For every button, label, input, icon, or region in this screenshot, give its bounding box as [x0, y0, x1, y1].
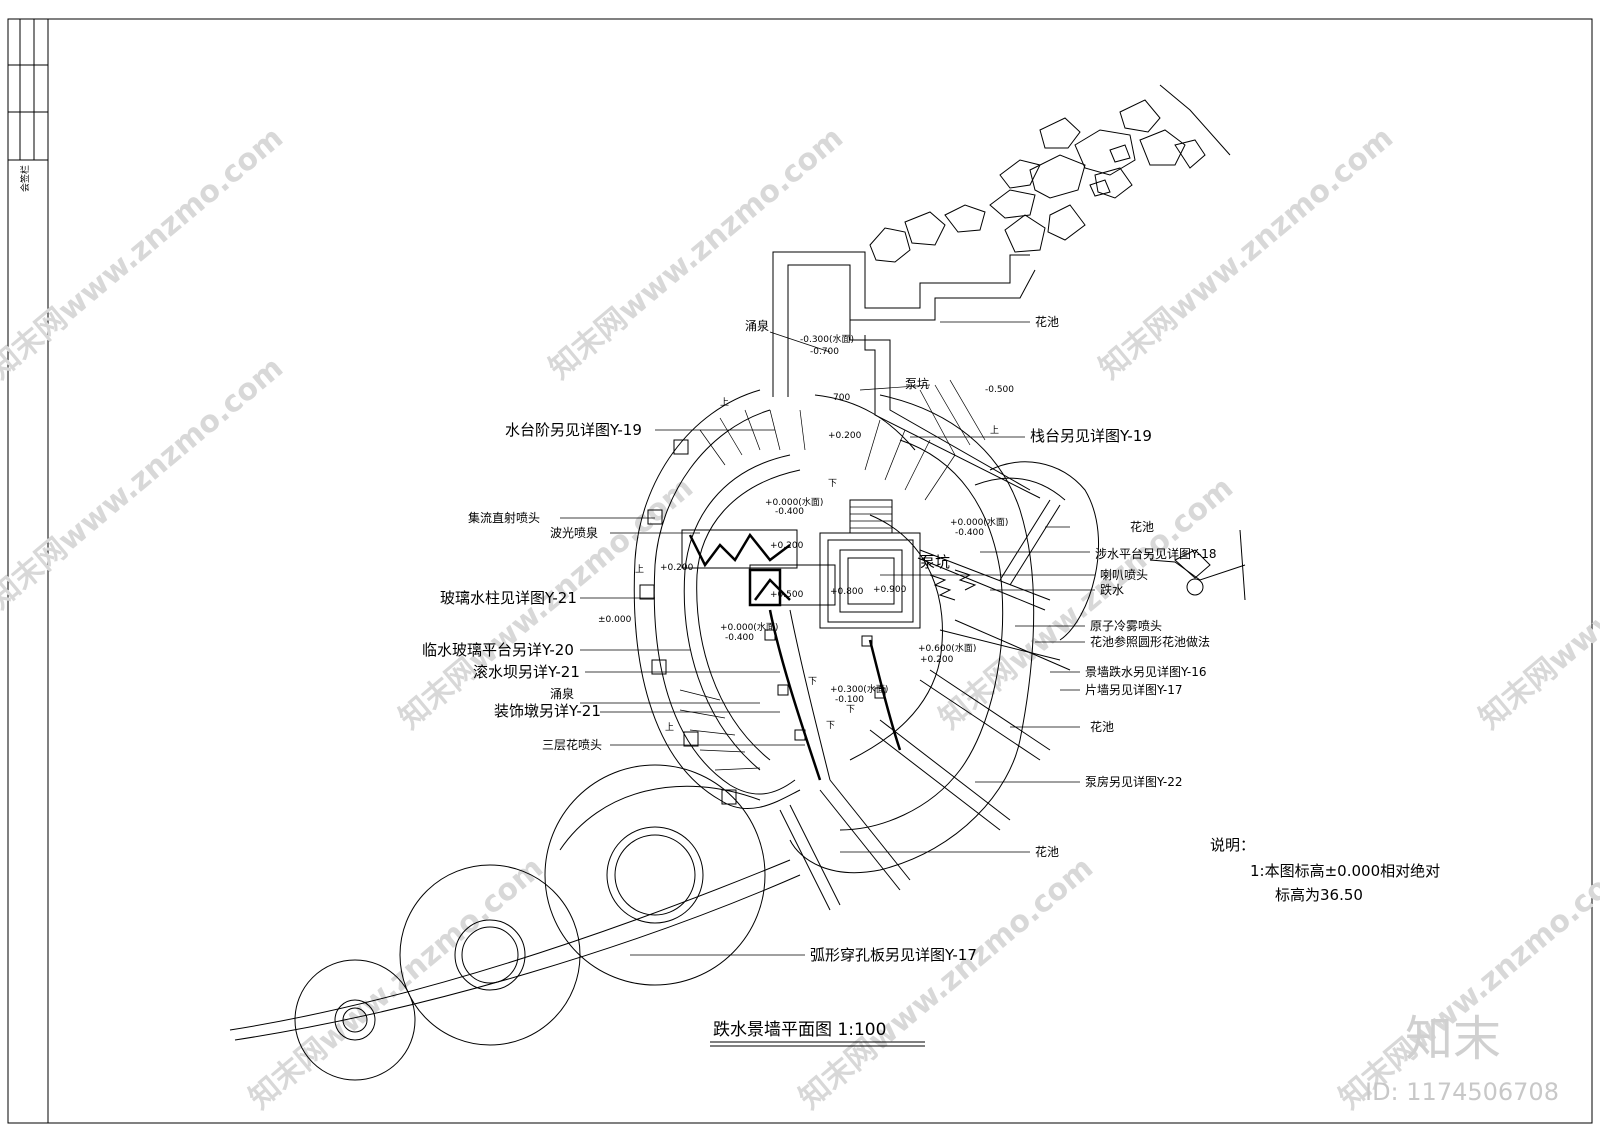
notes-heading: 说明：: [1210, 836, 1255, 854]
drawing-title: 跌水景墙平面图 1:100: [713, 1020, 886, 1040]
upper-pool: [772, 251, 1041, 499]
elev-3: -0.500: [985, 385, 1014, 395]
elev-16: -0.400: [725, 633, 754, 643]
central-platform: [681, 499, 977, 781]
side-label: 会签栏: [19, 165, 31, 192]
stair-down-3: 下: [846, 705, 855, 715]
elev-15: +0.000(水面): [720, 621, 778, 633]
label-bengfang: 泵房另见详图Y-22: [1085, 774, 1183, 789]
label-jiliu: 集流直射喷头: [468, 510, 540, 525]
nozzle-markers: [639, 439, 737, 805]
elev-7: +0.000(水面): [950, 516, 1008, 528]
elev-13: +0.900: [873, 585, 907, 595]
elevation-marks: -0.300(水面) -0.700 -0.500 +0.200 +0.000(水…: [598, 333, 1014, 705]
label-huxing: 弧形穿孔板另见详图Y-17: [810, 946, 977, 964]
watermark-7: 知末网www.znzmo.com: [1473, 470, 1600, 736]
watermark-10: 知末网www.znzmo.com: [1333, 850, 1600, 1116]
notes-block: 说明： 1:本图标高±0.000相对绝对 标高为36.50: [1210, 836, 1440, 904]
label-bengkeng: 泵坑: [905, 376, 929, 391]
elev-17: +0.600(水面): [918, 642, 976, 654]
stair-up-3: 上: [635, 564, 644, 575]
slanted-walls: [779, 499, 1071, 911]
label-jingqiang: 景墙跌水另见详图Y-16: [1085, 664, 1207, 679]
label-boli-shuizhu: 玻璃水柱见详图Y-21: [440, 589, 577, 607]
label-linshui: 临水玻璃平台另详Y-20: [422, 641, 574, 659]
lower-circles: [229, 764, 801, 1081]
labels: 涌泉 花池 泵坑 水台阶另见详图Y-19 栈台另见详图Y-19 集流直射喷头 波…: [422, 314, 1217, 964]
label-huachi-right1: 花池: [1130, 519, 1154, 534]
notes-line2: 标高为36.50: [1275, 886, 1363, 904]
label-sanceng: 三层花喷头: [542, 737, 602, 752]
leader-lines: [560, 321, 1095, 956]
watermark-9: 知末网www.znzmo.com: [793, 850, 1100, 1116]
label-shuitaijie: 水台阶另见详图Y-19: [505, 421, 642, 439]
watermark-2: 知末网www.znzmo.com: [543, 120, 850, 386]
elev-6: -0.400: [775, 507, 804, 517]
elev-14: ±0.000: [598, 615, 632, 625]
elev-5: +0.000(水面): [765, 496, 823, 508]
main-plaza: [633, 379, 1099, 874]
elev-19: +0.300(水面): [830, 683, 888, 695]
notes-line1: 1:本图标高±0.000相对绝对: [1250, 862, 1440, 880]
stair-down-2: 下: [808, 677, 817, 687]
stair-down-1: 下: [828, 479, 837, 489]
label-huachi-canzhao: 花池参照圆形花池做法: [1090, 634, 1210, 649]
elev-20: -0.100: [835, 695, 864, 705]
elev-1: -0.300(水面): [800, 333, 854, 345]
stair-up-2: 上: [990, 425, 999, 436]
stair-marks: 上 上 上 上 下 下 下 下: [635, 397, 999, 733]
stair-down-4: 下: [826, 721, 835, 731]
elev-18: +0.200: [920, 655, 954, 665]
elev-4: +0.200: [828, 431, 862, 441]
label-laba: 喇叭喷头: [1100, 567, 1148, 582]
label-pianqiang: 片墙另见详图Y-17: [1085, 682, 1183, 697]
label-gunshuiba: 滚水坝另详Y-21: [473, 663, 580, 681]
rock-garden: [869, 84, 1246, 601]
label-yongquan-top: 涌泉: [745, 319, 769, 333]
label-yongquan-mid: 涌泉: [550, 687, 574, 701]
elev-8: -0.400: [955, 528, 984, 538]
label-zhantai: 栈台另见详图Y-19: [1030, 427, 1152, 445]
elev-21: 700: [833, 393, 850, 403]
label-dieshui: 跌水: [1100, 582, 1124, 597]
watermark-4: 知末网www.znzmo.com: [0, 350, 290, 616]
label-sheshui: 涉水平台另见详图Y-18: [1095, 546, 1217, 561]
watermark-8: 知末网www.znzmo.com: [243, 850, 550, 1116]
elev-12: +0.800: [830, 587, 864, 597]
inner-frame: [47, 18, 1593, 1124]
elev-11: +0.500: [770, 590, 804, 600]
watermark-group: 知末网www.znzmo.com 知末网www.znzmo.com 知末网www…: [0, 120, 1600, 1116]
label-huachi-right2: 花池: [1090, 719, 1114, 734]
image-id: ID: 1174506708: [1365, 1078, 1559, 1106]
elev-10: +0.200: [660, 563, 694, 573]
label-huachi-bottom: 花池: [1035, 844, 1059, 859]
label-zhuangshidun: 装饰墩另详Y-21: [494, 702, 601, 720]
elev-9: +0.200: [770, 541, 804, 551]
elev-2: -0.700: [810, 347, 839, 357]
label-yuanzi: 原子冷雾喷头: [1090, 619, 1162, 633]
brand-logo: 知末: [1405, 1011, 1501, 1067]
watermark-3: 知末网www.znzmo.com: [1093, 120, 1400, 386]
stair-up-4: 上: [665, 722, 674, 733]
label-boguang: 波光喷泉: [550, 526, 598, 540]
label-bengkeng-center: 泵坑: [920, 553, 950, 571]
label-huachi-top: 花池: [1035, 314, 1059, 329]
stair-up-1: 上: [720, 397, 729, 408]
